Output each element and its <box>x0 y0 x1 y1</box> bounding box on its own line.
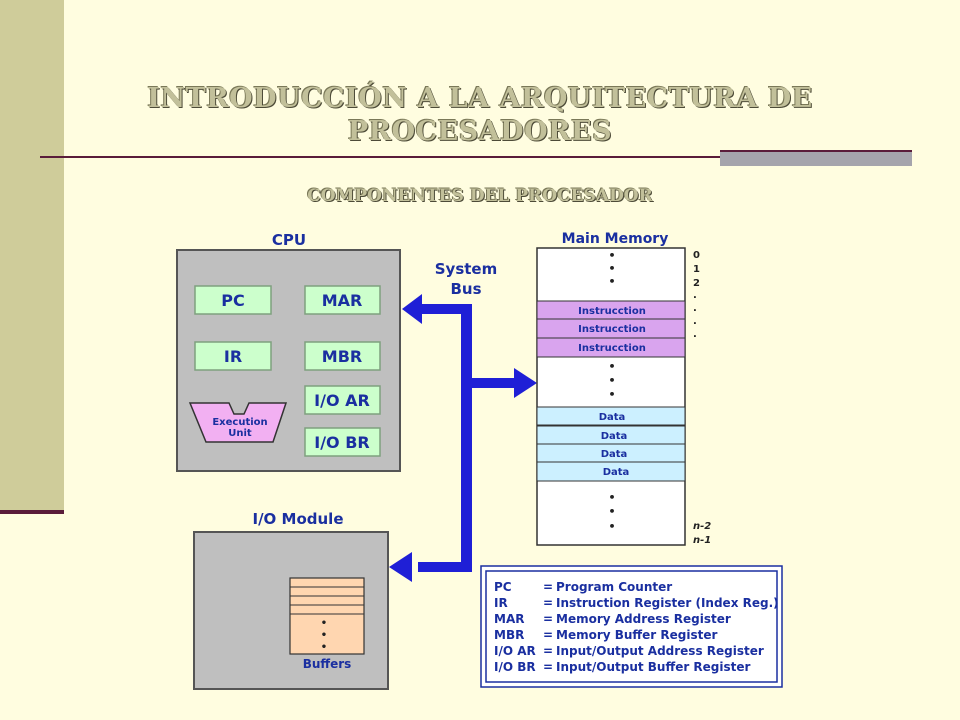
execution-unit-label-line2: Unit <box>228 428 252 439</box>
instruction-cell-label: Instrucction <box>578 343 646 354</box>
ir-register-label: IR <box>224 347 242 366</box>
slide-title-line1: INTRODUCCIÓN A LA ARQUITECTURA DE <box>147 83 813 114</box>
legend-desc: Input/Output Address Register <box>556 644 764 658</box>
memory-ellipsis-mid-2: • <box>608 374 615 387</box>
pc-register <box>194 285 272 315</box>
instruction-cell <box>536 337 686 358</box>
buffer-ellipsis-2: • <box>321 630 327 641</box>
system-bus-label-line2: Bus <box>450 280 481 298</box>
memory-ellipsis-top-1: • <box>608 249 615 262</box>
slide-title-line2: PROCESADORES <box>347 116 613 147</box>
iobr-register-label: I/O BR <box>314 433 369 452</box>
memory-ellipsis-bottom-2: • <box>608 505 615 518</box>
data-cell-label: Data <box>601 431 628 442</box>
sidebar-accent-line <box>0 510 64 514</box>
title-divider <box>40 156 912 158</box>
address-dot: . <box>693 316 697 327</box>
legend-eq: = <box>543 628 553 642</box>
mar-register-label: MAR <box>322 291 363 310</box>
execution-unit-label-line1: Execution <box>212 417 267 428</box>
system-bus-lines <box>418 304 516 572</box>
bus-arrow-to-memory <box>514 368 537 398</box>
buffers-box <box>289 577 365 655</box>
sidebar-decoration <box>0 0 64 510</box>
slide-title: INTRODUCCIÓN A LA ARQUITECTURA DE PROCES… <box>120 82 840 148</box>
address-dot: . <box>693 303 697 314</box>
ioar-register <box>304 385 381 415</box>
data-cell <box>536 461 686 482</box>
execution-unit-shape <box>188 402 288 443</box>
legend-abbr: I/O AR <box>494 644 536 658</box>
memory-ellipsis-top-2: • <box>608 262 615 275</box>
address-n-2: n-2 <box>693 521 711 532</box>
memory-ellipsis-mid-3: • <box>608 388 615 401</box>
mbr-register-label: MBR <box>322 347 362 366</box>
legend-desc: Memory Buffer Register <box>556 628 717 642</box>
memory-ellipsis-top-3: • <box>608 275 615 288</box>
buffer-ellipsis-1: • <box>321 618 327 629</box>
main-memory-label: Main Memory <box>562 231 669 247</box>
address-dot: . <box>693 290 697 301</box>
legend-abbr: MAR <box>494 612 524 626</box>
pc-register-label: PC <box>221 291 244 310</box>
legend-rows: PC = Program Counter IR = Instruction Re… <box>494 580 779 674</box>
legend-box-inner <box>485 570 778 683</box>
iobr-register <box>304 427 381 457</box>
buffers-label: Buffers <box>303 657 352 671</box>
mbr-register <box>304 341 381 371</box>
memory-ellipsis-mid-1: • <box>608 360 615 373</box>
title-divider-block <box>720 150 912 166</box>
mar-register <box>304 285 381 315</box>
legend-desc: Program Counter <box>556 580 672 594</box>
memory-ellipsis-bottom-3: • <box>608 520 615 533</box>
ioar-register-label: I/O AR <box>314 391 370 410</box>
system-bus-label-line1: System <box>435 260 497 278</box>
address-1: 1 <box>693 264 700 275</box>
ir-register <box>194 341 272 371</box>
legend-abbr: PC <box>494 580 512 594</box>
instruction-cell-label: Instrucction <box>578 324 646 335</box>
bus-arrow-to-cpu <box>402 294 422 324</box>
address-0: 0 <box>693 250 700 261</box>
address-n-1: n-1 <box>693 535 711 546</box>
legend-eq: = <box>543 644 553 658</box>
data-cell-label: Data <box>601 449 628 460</box>
legend-abbr: I/O BR <box>494 660 536 674</box>
bus-arrow-to-io <box>389 552 412 582</box>
io-module-label: I/O Module <box>253 510 344 528</box>
legend-eq: = <box>543 580 553 594</box>
legend-eq: = <box>543 612 553 626</box>
data-cell <box>536 406 686 426</box>
data-cell-label: Data <box>599 412 626 423</box>
legend-desc: Instruction Register (Index Reg.) <box>556 596 779 610</box>
legend-abbr: IR <box>494 596 508 610</box>
buffer-ellipsis-3: • <box>321 642 327 653</box>
instruction-cell-label: Instrucction <box>578 306 646 317</box>
legend-abbr: MBR <box>494 628 524 642</box>
slide-subtitle: COMPONENTES DEL PROCESADOR <box>307 186 653 206</box>
legend-eq: = <box>543 596 553 610</box>
legend-desc: Input/Output Buffer Register <box>556 660 751 674</box>
cpu-label: CPU <box>272 231 306 249</box>
address-2: 2 <box>693 278 700 289</box>
address-dot: . <box>693 329 697 340</box>
legend-eq: = <box>543 660 553 674</box>
main-memory-box <box>536 247 686 546</box>
legend-desc: Memory Address Register <box>556 612 731 626</box>
memory-ellipsis-bottom-1: • <box>608 491 615 504</box>
data-cell-label: Data <box>603 467 630 478</box>
